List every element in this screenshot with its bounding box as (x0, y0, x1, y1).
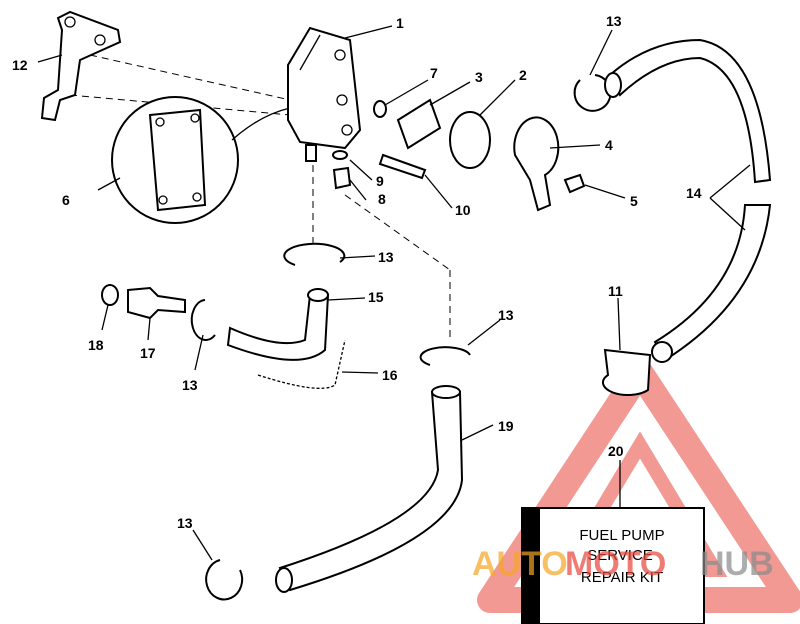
spring-part (257, 339, 346, 389)
callout-3: 3 (475, 69, 483, 85)
callout-2: 2 (519, 67, 527, 83)
callout-7: 7 (430, 65, 438, 81)
callout-11: 11 (608, 283, 623, 299)
callout-9: 9 (376, 173, 384, 189)
watermark-hub: HUB (700, 545, 774, 583)
kit-line-2: SERVICE (587, 547, 653, 564)
hose-clamps (190, 74, 612, 601)
pump-small-parts (332, 98, 586, 212)
callout-13-d: 13 (182, 377, 198, 393)
callout-labels: 1 2 3 4 5 6 7 8 9 10 11 12 13 13 13 13 1… (12, 13, 702, 531)
repair-kit-box (521, 460, 705, 624)
elbow-hose-part (226, 288, 330, 361)
callout-16: 16 (382, 367, 398, 383)
leader-lines (37, 25, 751, 561)
long-hose-part (275, 385, 464, 593)
callout-12: 12 (12, 57, 28, 73)
callout-10: 10 (455, 202, 471, 218)
watermark-text: AUTO MOTO HUB (472, 545, 774, 583)
watermark-moto: MOTO (565, 545, 666, 583)
gasket-ring-part (449, 111, 491, 169)
kit-line-3: REPAIR KIT (581, 569, 663, 586)
bolt-part (378, 153, 427, 180)
callout-20: 20 (608, 443, 624, 459)
fitting-part (332, 166, 352, 190)
cover-part (513, 116, 560, 212)
kit-text: FUEL PUMP SERVICE REPAIR KIT (579, 527, 664, 586)
callout-19: 19 (498, 418, 514, 434)
kit-line-1: FUEL PUMP (579, 527, 664, 544)
callout-5: 5 (630, 193, 638, 209)
callout-15: 15 (368, 289, 384, 305)
watermark-auto: AUTO (472, 545, 568, 583)
callout-17: 17 (140, 345, 156, 361)
o-ring-part (373, 100, 387, 118)
callout-13-e: 13 (177, 515, 193, 531)
callout-13-c: 13 (498, 307, 514, 323)
fitting-parts (101, 284, 186, 320)
callout-1: 1 (396, 15, 404, 31)
callout-18: 18 (88, 337, 104, 353)
callout-4: 4 (605, 137, 613, 153)
callout-13-b: 13 (378, 249, 394, 265)
callout-13-a: 13 (606, 13, 622, 29)
fuel-pump-body (287, 26, 362, 162)
filter-screen-part (396, 98, 442, 150)
callout-14: 14 (686, 185, 702, 201)
callout-8: 8 (378, 191, 386, 207)
washer-part (332, 150, 348, 160)
upper-hose-part (604, 38, 772, 363)
bracket-part (40, 10, 122, 122)
screw-part (563, 173, 586, 194)
callout-6: 6 (62, 192, 70, 208)
gasket-detail-view (111, 96, 291, 224)
spring-clamp-part (602, 348, 652, 396)
